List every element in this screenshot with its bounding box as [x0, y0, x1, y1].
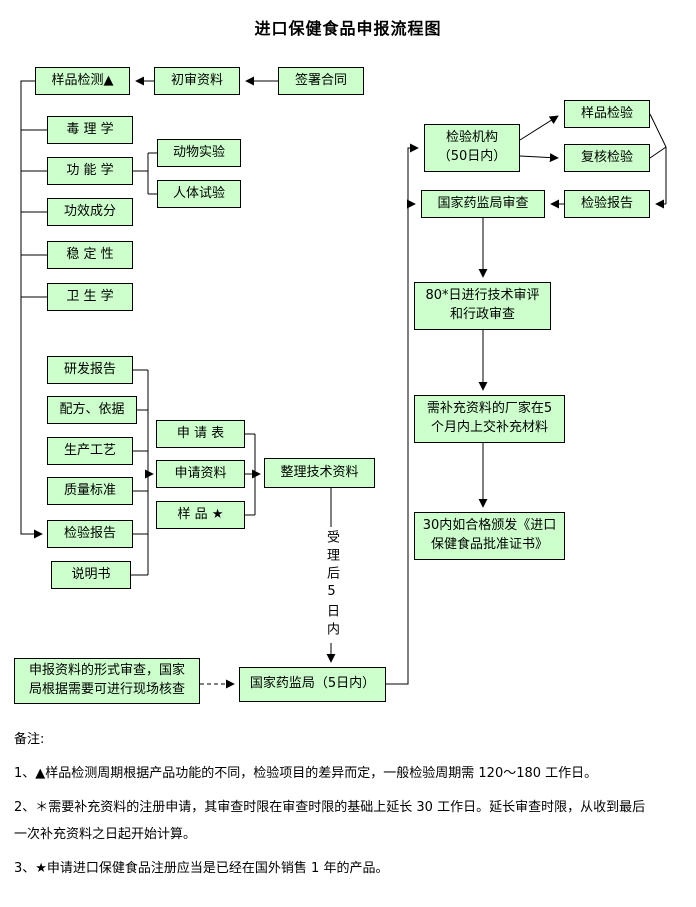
node-formal-review: 申报资料的形式审查，国家 局根据需要可进行现场核查: [14, 658, 200, 704]
acceptance-period-label: 受理后5日内: [322, 527, 341, 643]
node-cfda-review: 国家药监局审查: [421, 190, 545, 218]
node-hygiene: 卫 生 学: [47, 283, 133, 311]
node-recheck-inspection: 复核检验: [564, 144, 650, 172]
node-quality-standard: 质量标准: [47, 477, 133, 505]
node-sign-contract: 签署合同: [278, 67, 364, 95]
notes-label: 备注:: [14, 732, 45, 747]
node-human-trial: 人体试验: [157, 180, 241, 208]
node-stability: 稳 定 性: [47, 241, 133, 269]
node-inspection-agency: 检验机构 （50日内）: [424, 124, 520, 172]
node-animal-experiment: 动物实验: [157, 139, 241, 167]
node-toxicology: 毒 理 学: [47, 116, 133, 144]
node-application-form: 申 请 表: [156, 420, 245, 448]
page-title: 进口保健食品申报流程图: [254, 19, 442, 38]
node-sample-inspection: 样品检验: [564, 100, 650, 128]
node-sample-star: 样 品 ★: [156, 501, 245, 529]
node-functionality: 功 能 学: [47, 157, 133, 185]
node-tech-review: 80*日进行技术审评 和行政审查: [414, 282, 551, 330]
notes-section: 备注: 1、▲样品检测周期根据产品功能的不同，检验项目的差异而定，一般检验周期需…: [14, 726, 658, 889]
node-formula-basis: 配方、依据: [47, 396, 137, 424]
node-application-materials: 申请资料: [156, 460, 245, 488]
node-cfda-5days: 国家药监局（5日内）: [239, 667, 386, 702]
node-supplement-materials: 需补充资料的厂家在5 个月内上交补充材料: [414, 395, 565, 443]
node-organize-materials: 整理技术资料: [264, 458, 375, 488]
node-inspection-report-left: 检验报告: [47, 520, 133, 548]
node-certificate: 30内如合格颁发《进口 保健食品批准证书》: [414, 512, 565, 560]
node-manual: 说明书: [51, 561, 131, 589]
node-production-process: 生产工艺: [47, 437, 133, 465]
node-efficacy-ingredients: 功效成分: [47, 198, 133, 226]
note-item-1: 1、▲样品检测周期根据产品功能的不同，检验项目的差异而定，一般检验周期需 120…: [14, 766, 598, 781]
node-inspection-report-right: 检验报告: [564, 190, 650, 218]
node-rd-report: 研发报告: [47, 356, 133, 384]
note-item-2: 2、＊需要补充资料的注册申请，其审查时限在审查时限的基础上延长 30 工作日。延…: [14, 800, 646, 842]
node-sample-test: 样品检测▲: [35, 67, 130, 95]
node-preliminary-review: 初审资料: [154, 67, 240, 95]
note-item-3: 3、★申请进口保健食品注册应当是已经在国外销售 1 年的产品。: [14, 861, 389, 876]
